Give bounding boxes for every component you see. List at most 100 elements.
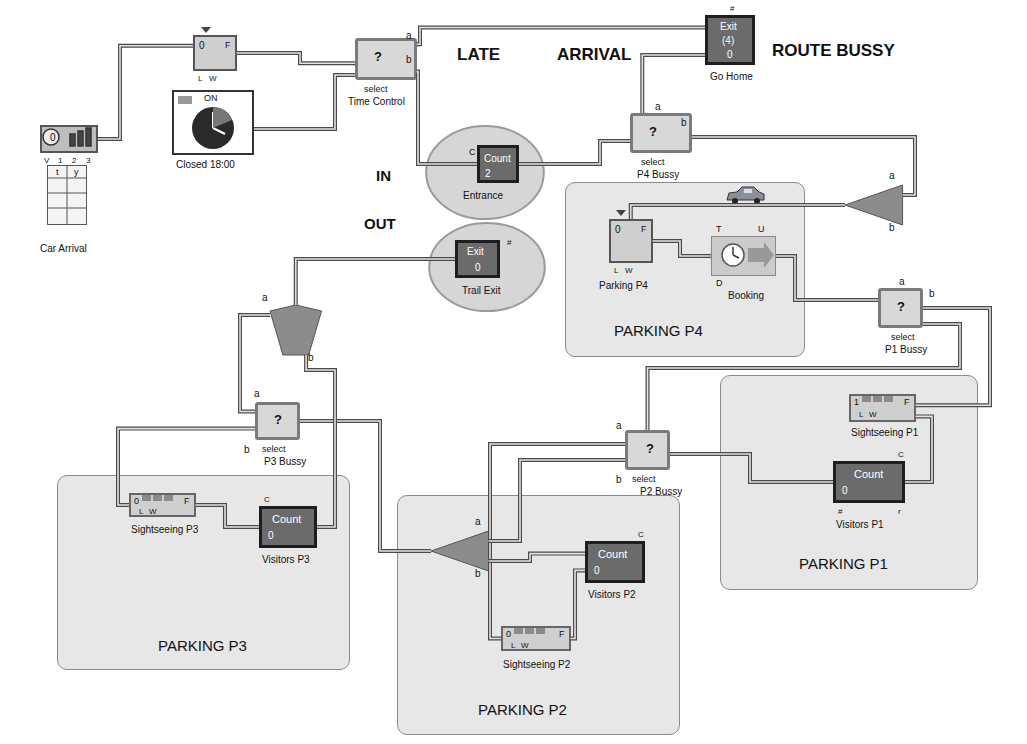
block-label: select (632, 475, 656, 484)
block-label: C (898, 451, 904, 459)
connector (417, 28, 705, 45)
counter-block: CCount2 (477, 145, 519, 183)
select-block: a?bselectTime Control (355, 38, 417, 80)
block-label: ? (374, 50, 382, 63)
connector-core (254, 75, 355, 129)
connector-core (417, 28, 705, 45)
parking-area: PARKING P2abCCount0Visitors P20LWFSights… (397, 495, 680, 735)
parking-area: PARKING P40FLWParking P4TUDBooking (565, 182, 805, 357)
block-label: P3 Bussy (264, 457, 306, 467)
block-label: F (225, 41, 231, 50)
connector-core (237, 53, 356, 63)
connector (489, 554, 585, 561)
connector-core (905, 416, 932, 482)
clock-face (178, 96, 234, 149)
queue-block: 0FLW (193, 35, 237, 71)
block-label: a (616, 421, 622, 431)
block-label: V (44, 157, 49, 165)
queue-cells (142, 396, 893, 634)
block-label: F (184, 497, 190, 506)
connector (417, 72, 477, 164)
block-label: 0 (506, 630, 511, 639)
connector-core (776, 256, 878, 300)
block-label: Visitors P3 (262, 555, 310, 565)
block-label: # (838, 508, 842, 516)
block-label: a (655, 102, 661, 112)
block-label: ? (897, 300, 905, 313)
block-label: D (716, 279, 723, 288)
block-label: 1 (58, 157, 62, 165)
connector-outline (237, 53, 356, 63)
block-label: a (406, 31, 412, 41)
connector (306, 355, 335, 527)
connector (905, 416, 932, 482)
connector-outline (776, 256, 878, 300)
block-label: Parking P4 (599, 281, 648, 291)
block-label: 0 (199, 41, 205, 51)
block-label: # (507, 239, 511, 247)
block-label: Exit (467, 247, 484, 257)
block-label: a (475, 517, 481, 527)
block-label: b (616, 475, 622, 485)
block-label: r (898, 508, 901, 516)
connector (692, 137, 915, 195)
block-label: 1 (854, 398, 859, 407)
block-label: Sightseeing P3 (131, 525, 198, 535)
sightseeing-block: 1LWFSightseeing P1 (849, 394, 916, 422)
connector-outline (648, 324, 961, 430)
block-label: PARKING P4 (614, 323, 703, 338)
connector (254, 75, 355, 129)
booking-clock (722, 242, 774, 268)
connector-outline (916, 308, 991, 405)
block-label: W (521, 642, 529, 650)
block-label: a (254, 389, 260, 399)
block-label: y (74, 168, 79, 177)
connector-core (98, 46, 193, 139)
block-label: 0 (268, 531, 274, 541)
block-label: select (641, 158, 665, 167)
connector (916, 308, 991, 405)
connector (98, 46, 193, 139)
connector-outline (692, 137, 915, 195)
block-label: L (859, 411, 863, 419)
connector-core (296, 259, 455, 305)
block-label: b (406, 55, 412, 65)
connector-core (648, 324, 961, 430)
block-label: C (469, 148, 476, 157)
block-label: Visitors P1 (836, 520, 884, 530)
block-label: # (730, 5, 734, 13)
select-block: a?bselectP2 Bussy (625, 430, 670, 470)
block-label: 0 (615, 225, 621, 235)
annotation: ROUTE BUSSY (770, 42, 897, 59)
connector-outline (631, 205, 845, 219)
block-label: Count (484, 154, 511, 164)
connector-outline (489, 554, 585, 561)
block-label: Time Control (348, 97, 405, 107)
connector (489, 460, 625, 541)
select-block: a?bselectP3 Bussy (255, 402, 300, 440)
block-label: ON (204, 94, 218, 103)
connector-outline (571, 570, 586, 638)
connector-core (118, 429, 255, 505)
block-label: b (929, 289, 935, 299)
connector (776, 256, 878, 300)
connector-outline (489, 460, 625, 541)
zone-circle: EntranceCCount2 (425, 125, 545, 220)
connector-core (240, 315, 270, 412)
block-label: L (198, 75, 202, 83)
connector-outline (417, 28, 705, 45)
block-label: 0 (50, 133, 56, 143)
connector (653, 241, 712, 256)
connector-outline (905, 416, 932, 482)
connector (196, 505, 260, 527)
block-label: Trail Exit (462, 286, 501, 296)
connector-core (489, 460, 625, 541)
connector-core (692, 137, 915, 195)
block-label: a (899, 277, 905, 287)
block-label: Closed 18:00 (176, 160, 235, 170)
connector-core (670, 454, 833, 482)
connector-outline (670, 454, 833, 482)
block-label: Car Arrival (40, 244, 87, 254)
connector-outline (490, 444, 625, 639)
block-label: Sightseeing P2 (503, 660, 570, 670)
